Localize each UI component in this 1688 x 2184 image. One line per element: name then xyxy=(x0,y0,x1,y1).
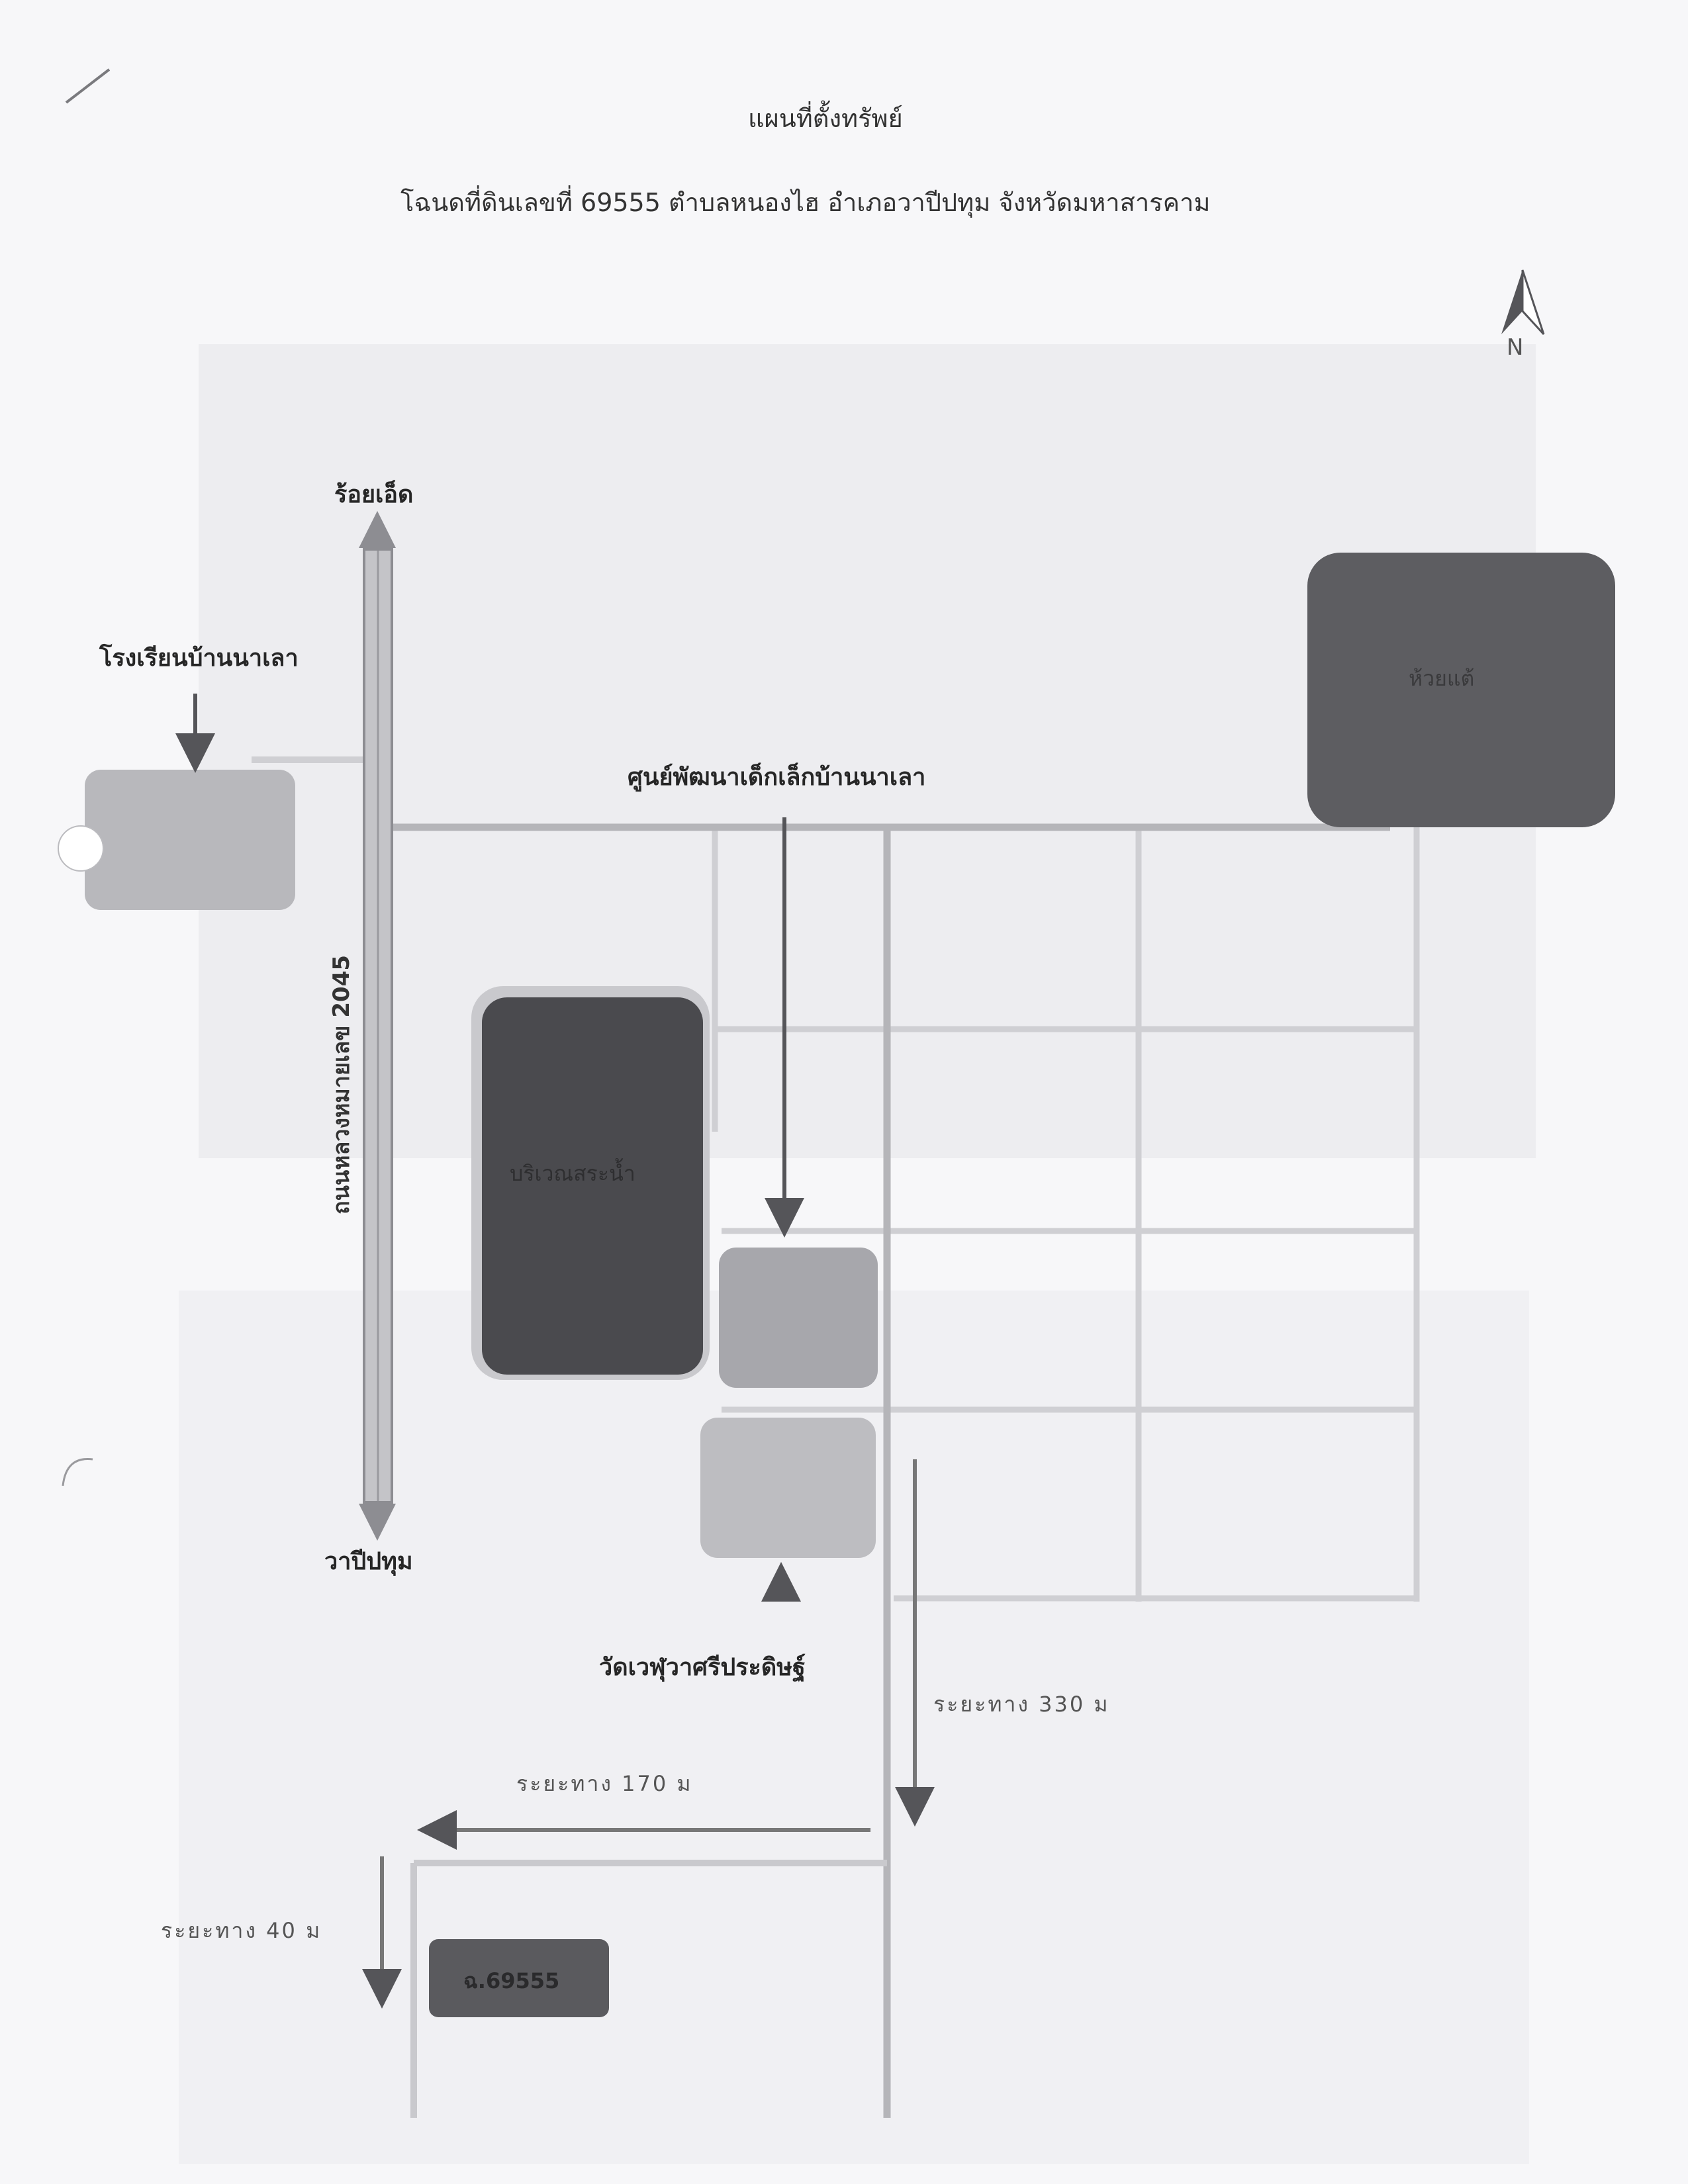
north-destination-label: ร้อยเอ็ด xyxy=(334,481,414,508)
stream-block xyxy=(1307,553,1615,827)
school-block xyxy=(85,770,295,910)
map-title: แผนที่ตั้งทรัพย์ xyxy=(748,104,903,133)
child-center-block xyxy=(719,1248,878,1388)
south-destination-label: วาปีปทุม xyxy=(324,1548,413,1575)
north-arrow-icon xyxy=(1501,269,1545,336)
distance-330-label: ระยะทาง 330 ม xyxy=(933,1692,1110,1717)
highway-name-label: ถนนหลวงหมายเลข 2045 xyxy=(328,954,355,1214)
school-label: โรงเรียนบ้านนาเลา xyxy=(99,645,299,672)
pond-label: บริเวณสระน้ำ xyxy=(510,1161,635,1186)
pond-block xyxy=(482,997,703,1375)
map-subtitle: โฉนดที่ดินเลขที่ 69555 ตำบลหนองไฮ อำเภอว… xyxy=(400,188,1211,217)
punch-hole-icon xyxy=(58,825,104,872)
temple-block xyxy=(700,1418,876,1558)
temple-label: วัดเวฬุวาศรีประดิษฐ์ xyxy=(599,1654,806,1681)
scan-mark-top-left xyxy=(65,68,111,104)
stream-label: ห้วยแต้ xyxy=(1409,666,1475,691)
local-road-grid xyxy=(712,827,1420,1602)
parcel-block xyxy=(429,1939,609,2017)
north-label: N xyxy=(1507,334,1524,361)
distance-40-label: ระยะทาง 40 ม xyxy=(161,1918,322,1943)
parcel-label: ฉ.69555 xyxy=(463,1968,560,1993)
distance-170-label: ระยะทาง 170 ม xyxy=(516,1771,693,1796)
highway-2045 xyxy=(359,511,396,1541)
child-center-label: ศูนย์พัฒนาเด็กเล็กบ้านนาเลา xyxy=(628,764,926,791)
scan-mark-left xyxy=(62,1458,93,1486)
